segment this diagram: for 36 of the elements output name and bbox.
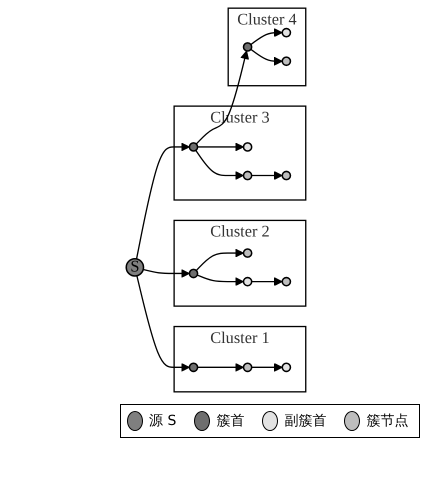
- node-circle: [188, 142, 198, 152]
- arrow: [252, 277, 283, 286]
- legend-label: 源 S: [149, 412, 176, 430]
- arrow: [250, 48, 283, 66]
- arrow: [136, 142, 190, 260]
- cluster: Cluster 4: [228, 8, 306, 86]
- arrow: [143, 268, 190, 278]
- node-circle: [242, 170, 252, 180]
- node-circle: [242, 42, 252, 52]
- arrow: [196, 50, 250, 144]
- cluster: Cluster 2: [173, 220, 306, 307]
- node-circle: [282, 170, 292, 180]
- node-circle: [188, 268, 198, 278]
- node-circle: [242, 276, 252, 286]
- cluster: Cluster 1: [173, 326, 306, 392]
- node-circle: [282, 362, 292, 372]
- node-circle: [282, 56, 292, 66]
- node-circle: [242, 142, 252, 152]
- arrow: [136, 276, 190, 372]
- arrow: [196, 248, 244, 271]
- legend-label: 副簇首: [284, 412, 326, 430]
- legend-label: 簇节点: [366, 412, 408, 430]
- arrow: [198, 362, 244, 372]
- node-circle: [242, 248, 252, 258]
- node-circle: [282, 28, 292, 38]
- node-circle: [188, 362, 198, 372]
- arrow: [195, 150, 244, 180]
- arrow: [250, 28, 283, 46]
- arrow: [252, 362, 283, 372]
- node-circle: [282, 276, 292, 286]
- arrow: [197, 274, 244, 286]
- arrow: [252, 171, 283, 180]
- legend-label: 簇首: [216, 412, 244, 430]
- node-circle: S: [125, 258, 144, 277]
- node-circle: [242, 362, 252, 372]
- arrow: [198, 142, 244, 152]
